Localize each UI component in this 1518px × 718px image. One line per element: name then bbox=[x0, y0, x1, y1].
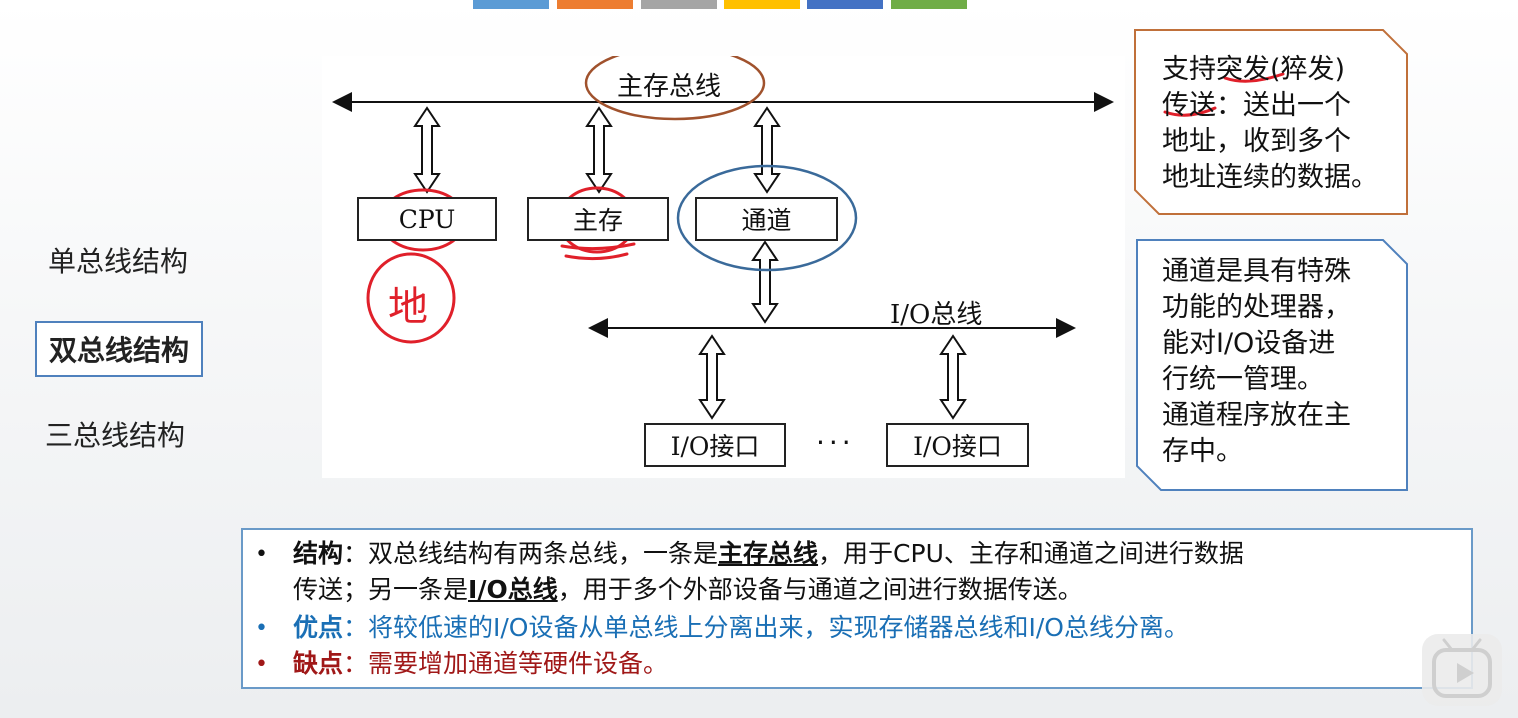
cons-label: 缺点 bbox=[293, 649, 344, 678]
structure-text-4: ，用于多个外部设备与通道之间进行数据传送。 bbox=[557, 575, 1083, 604]
channel-note-line: 功能的处理器， bbox=[1162, 292, 1351, 323]
io-interface-1-arrow bbox=[698, 334, 726, 420]
burst-note-line: 支持突发(猝发) bbox=[1162, 54, 1346, 85]
burst-note-line: 传送：送出一个 bbox=[1162, 90, 1351, 121]
play-icon bbox=[1432, 638, 1492, 698]
handwriting-red-circle bbox=[366, 252, 456, 344]
diagram-lines bbox=[332, 56, 1114, 420]
bullet-structure: • bbox=[255, 542, 268, 567]
ellipsis-dots: ··· bbox=[816, 426, 855, 459]
video-play-button[interactable] bbox=[1422, 634, 1502, 706]
cons-line: 缺点：需要增加通道等硬件设备。 bbox=[293, 646, 668, 682]
color-bar-4 bbox=[724, 0, 800, 9]
burst-note-line: 地址连续的数据。 bbox=[1162, 162, 1378, 193]
color-bar-3 bbox=[641, 0, 717, 9]
channel-note-line: 通道程序放在主 bbox=[1162, 400, 1351, 431]
summary-box: • 结构：双总线结构有两条总线，一条是主存总线，用于CPU、主存和通道之间进行数… bbox=[241, 528, 1473, 689]
sidebar-item-triple-bus[interactable]: 三总线结构 bbox=[45, 419, 186, 452]
structure-text-3: 传送；另一条是 bbox=[293, 575, 469, 604]
structure-line-1: 结构：双总线结构有两条总线，一条是主存总线，用于CPU、主存和通道之间进行数据 bbox=[293, 536, 1244, 572]
pros-line: 优点：将较低速的I/O设备从单总线上分离出来，实现存储器总线和I/O总线分离。 bbox=[293, 610, 1189, 646]
memory-bus-arrow bbox=[585, 106, 613, 194]
channel-io-arrow bbox=[751, 240, 779, 324]
io-interface-2-label: I/O接口 bbox=[913, 432, 1002, 461]
channel-note: 通道是具有特殊 功能的处理器， 能对I/O设备进 行统一管理。 通道程序放在主 … bbox=[1162, 254, 1351, 470]
main-bus-term: 主存总线 bbox=[718, 539, 819, 568]
pros-text: ：将较低速的I/O设备从单总线上分离出来，实现存储器总线和I/O总线分离。 bbox=[343, 613, 1189, 642]
channel-note-frame bbox=[1136, 239, 1408, 491]
main-bus-highlight bbox=[584, 56, 766, 121]
cons-text: ：需要增加通道等硬件设备。 bbox=[343, 649, 669, 678]
color-bar-1 bbox=[473, 0, 549, 9]
cpu-box: CPU bbox=[357, 197, 497, 241]
io-interface-1-box: I/O接口 bbox=[644, 423, 786, 467]
burst-note-frame bbox=[1134, 29, 1408, 215]
channel-note-line: 行统一管理。 bbox=[1162, 364, 1324, 395]
memory-label: 主存 bbox=[572, 206, 623, 235]
io-interface-1-label: I/O接口 bbox=[670, 432, 760, 461]
bullet-cons: • bbox=[255, 652, 268, 677]
sidebar-item-single-bus[interactable]: 单总线结构 bbox=[48, 245, 189, 278]
channel-label: 通道 bbox=[741, 206, 792, 235]
pros-label: 优点 bbox=[293, 613, 344, 642]
channel-note-line: 通道是具有特殊 bbox=[1162, 256, 1351, 287]
color-bar-6 bbox=[891, 0, 967, 9]
channel-box: 通道 bbox=[695, 197, 838, 241]
channel-highlight bbox=[676, 164, 858, 272]
structure-line-2: 传送；另一条是I/O总线，用于多个外部设备与通道之间进行数据传送。 bbox=[293, 572, 1083, 608]
structure-text-1: ：双总线结构有两条总线，一条是 bbox=[343, 539, 719, 568]
cpu-label: CPU bbox=[398, 204, 456, 234]
channel-bus-arrow bbox=[753, 106, 781, 194]
io-bus-label: I/O总线 bbox=[890, 300, 983, 330]
cpu-bus-arrow bbox=[413, 106, 441, 194]
color-bar-5 bbox=[807, 0, 883, 9]
main-bus-label: 主存总线 bbox=[617, 72, 722, 102]
structure-label: 结构 bbox=[293, 539, 344, 568]
bullet-pros: • bbox=[255, 616, 268, 641]
memory-red-underline bbox=[560, 242, 636, 261]
structure-text-2: ，用于CPU、主存和通道之间进行数据 bbox=[818, 539, 1244, 568]
channel-note-line: 存中。 bbox=[1162, 436, 1243, 467]
dual-bus-diagram: 主存总线 I/O总线 CPU 主存 通道 I/O接口 ··· I/O接口 地 bbox=[322, 56, 1125, 478]
io-interface-2-arrow bbox=[939, 334, 967, 420]
channel-note-line: 能对I/O设备进 bbox=[1162, 328, 1336, 359]
io-bus-term: I/O总线 bbox=[468, 575, 558, 604]
color-bar-2 bbox=[557, 0, 633, 9]
burst-transfer-note: 支持突发(猝发) 传送：送出一个 地址，收到多个 地址连续的数据。 bbox=[1162, 52, 1378, 196]
burst-note-line: 地址，收到多个 bbox=[1162, 126, 1351, 157]
memory-box: 主存 bbox=[527, 197, 669, 241]
handwritten-note: 地 bbox=[388, 284, 428, 330]
sidebar-item-dual-bus[interactable]: 双总线结构 bbox=[35, 321, 204, 377]
io-interface-2-box: I/O接口 bbox=[886, 423, 1029, 467]
